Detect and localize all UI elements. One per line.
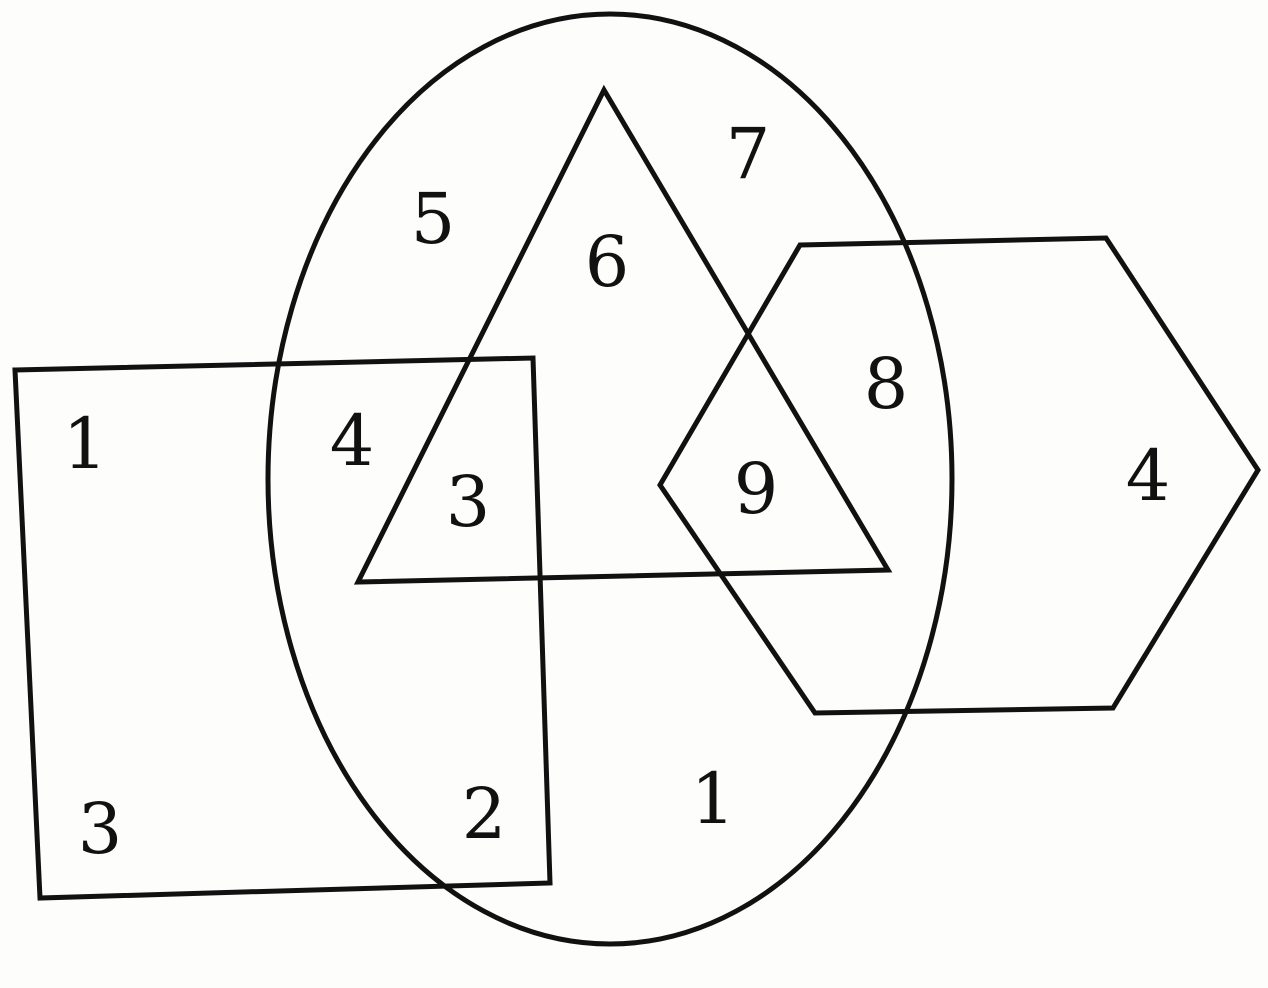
region-label-rectangle-ellipse-bottom: 2: [462, 773, 507, 855]
region-label-rectangle-bottom: 3: [78, 788, 123, 870]
ellipse-shape: [265, 11, 955, 947]
triangle-shape: [353, 84, 893, 585]
region-label-triangle-hexagon-ellipse: 9: [734, 448, 779, 530]
region-label-ellipse-top-right: 7: [726, 113, 771, 195]
region-label-ellipse-bottom: 1: [691, 758, 736, 840]
region-label-rectangle-triangle-ellipse: 3: [446, 461, 491, 543]
region-label-hexagon-ellipse: 8: [864, 343, 909, 425]
region-label-ellipse-left: 5: [411, 178, 456, 260]
region-label-rectangle-top: 1: [63, 403, 108, 485]
region-label-rectangle-ellipse-top: 4: [330, 400, 375, 482]
rectangle-shape: [12, 355, 553, 901]
hexagon-shape: [657, 235, 1261, 716]
region-label-hexagon-only: 4: [1126, 435, 1171, 517]
region-label-triangle-ellipse: 6: [585, 221, 630, 303]
